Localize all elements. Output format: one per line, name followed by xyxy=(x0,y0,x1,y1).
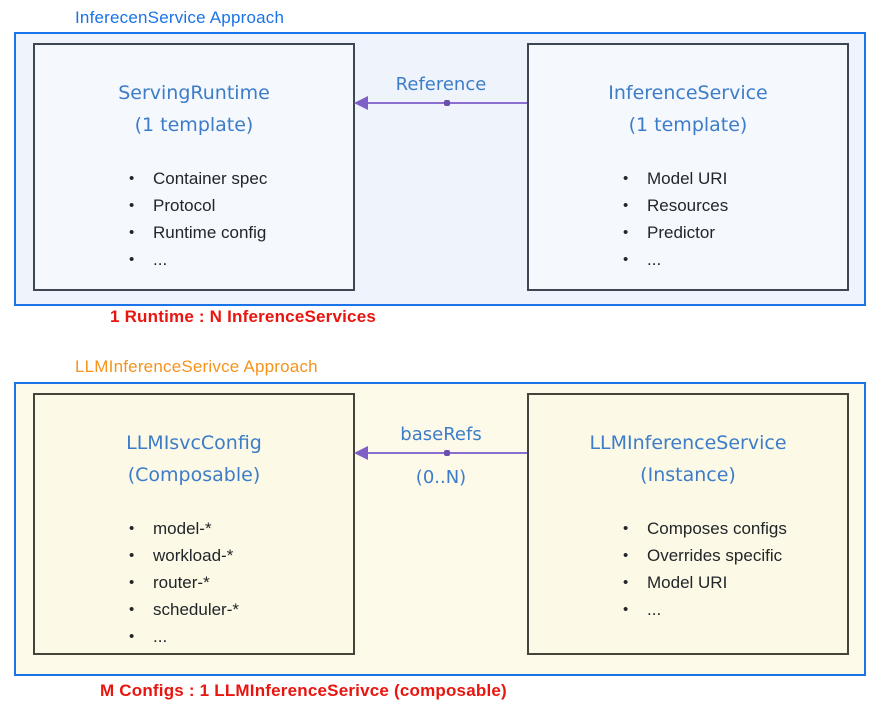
list-item: workload-* xyxy=(125,542,353,569)
box-title-line1: LLMIsvcConfig xyxy=(126,432,262,454)
llm-inference-service-box-title: LLMInferenceService (Instance) xyxy=(529,427,847,491)
section2-title: LLMInferenceSerivce Approach xyxy=(75,357,318,376)
baserefs-cardinality-label: (0..N) xyxy=(415,467,467,488)
llm-isvc-config-feature-list: model-*workload-*router-*scheduler-*... xyxy=(35,515,353,650)
reference-arrow-label: Reference xyxy=(395,74,487,95)
box-title-line2: (1 template) xyxy=(134,114,254,136)
list-item: model-* xyxy=(125,515,353,542)
llm-inference-service-box: LLMInferenceService (Instance) Composes … xyxy=(527,393,849,655)
list-item: Container spec xyxy=(125,165,353,192)
inference-service-box: InferenceService (1 template) Model URIR… xyxy=(527,43,849,291)
section2-caption: M Configs : 1 LLMInferenceSerivce (compo… xyxy=(100,681,507,700)
section1-container: ServingRuntime (1 template) Container sp… xyxy=(14,32,866,306)
serving-runtime-box: ServingRuntime (1 template) Container sp… xyxy=(33,43,355,291)
llm-isvc-config-box: LLMIsvcConfig (Composable) model-*worklo… xyxy=(33,393,355,655)
list-item: Model URI xyxy=(619,165,847,192)
list-item: ... xyxy=(619,596,847,623)
inference-service-feature-list: Model URIResourcesPredictor... xyxy=(529,165,847,273)
llm-isvc-config-box-title: LLMIsvcConfig (Composable) xyxy=(35,427,353,491)
arrow-midpoint-dot-icon xyxy=(444,100,450,106)
box-title-line2: (Composable) xyxy=(127,464,261,486)
list-item: Runtime config xyxy=(125,219,353,246)
list-item: Composes configs xyxy=(619,515,847,542)
list-item: Overrides specific xyxy=(619,542,847,569)
list-item: scheduler-* xyxy=(125,596,353,623)
box-title-line1: LLMInferenceService xyxy=(589,432,787,454)
arrow-midpoint-dot-icon xyxy=(444,450,450,456)
list-item: ... xyxy=(619,246,847,273)
reference-arrow-line xyxy=(354,96,527,110)
baserefs-arrow-label: baseRefs xyxy=(400,424,482,445)
box-title-line2: (1 template) xyxy=(628,114,748,136)
inference-service-box-title: InferenceService (1 template) xyxy=(529,77,847,141)
arrow-head-left-icon xyxy=(354,446,368,460)
box-title-line2: (Instance) xyxy=(640,464,736,486)
list-item: Resources xyxy=(619,192,847,219)
list-item: Model URI xyxy=(619,569,847,596)
list-item: Predictor xyxy=(619,219,847,246)
list-item: router-* xyxy=(125,569,353,596)
section1-caption: 1 Runtime : N InferenceServices xyxy=(110,307,377,326)
section1-title: InferecenService Approach xyxy=(75,8,285,27)
box-title-line1: ServingRuntime xyxy=(118,82,270,104)
serving-runtime-feature-list: Container specProtocolRuntime config... xyxy=(35,165,353,273)
section2-container: LLMIsvcConfig (Composable) model-*worklo… xyxy=(14,382,866,676)
baserefs-arrow: baseRefs (0..N) xyxy=(354,384,527,514)
list-item: ... xyxy=(125,623,353,650)
serving-runtime-box-title: ServingRuntime (1 template) xyxy=(35,77,353,141)
llm-inference-service-feature-list: Composes configsOverrides specificModel … xyxy=(529,515,847,623)
baserefs-arrow-line xyxy=(354,446,527,460)
box-title-line1: InferenceService xyxy=(608,82,768,104)
arrow-head-left-icon xyxy=(354,96,368,110)
reference-arrow: Reference xyxy=(354,34,527,164)
list-item: Protocol xyxy=(125,192,353,219)
list-item: ... xyxy=(125,246,353,273)
